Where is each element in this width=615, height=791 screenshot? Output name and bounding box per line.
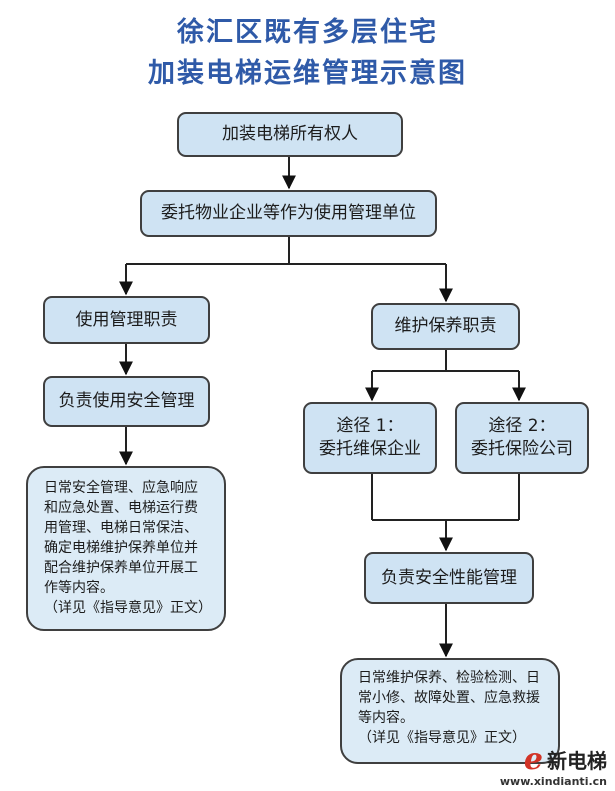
watermark-name: 新电梯: [547, 749, 607, 773]
path2-title: 途径 2：: [488, 416, 556, 437]
maint-duty-label: 维护保养职责: [394, 316, 497, 337]
use-detail-line: 配合维护保养单位开展工: [44, 560, 198, 576]
path1-label: 委托维保企业: [319, 439, 421, 459]
path2-box: 途径 2： 委托保险公司: [455, 402, 589, 474]
use-detail-line: 用管理、电梯日常保洁、: [44, 520, 198, 536]
watermark-url: www.xindianti.cn: [499, 775, 607, 788]
maint-detail-line: 等内容。: [358, 710, 414, 726]
path2-label: 委托保险公司: [471, 439, 573, 459]
use-detail-line: 日常安全管理、应急响应: [44, 480, 198, 496]
use-detail-line: 确定电梯维护保养单位并: [44, 540, 198, 556]
use-detail-line: 作等内容。: [44, 580, 114, 596]
diagram-title-line-2: 加装电梯运维管理示意图: [148, 58, 467, 89]
path1-box: 途径 1： 委托维保企业: [303, 402, 437, 474]
maint-detail-line: 常小修、故障处置、应急救援: [358, 690, 540, 706]
use-duty-label: 使用管理职责: [75, 309, 178, 330]
perf-safety-box: 负责安全性能管理: [364, 552, 534, 604]
delegate-label: 委托物业企业等作为使用管理单位: [161, 203, 416, 224]
use-safety-box: 负责使用安全管理: [43, 376, 210, 427]
watermark: e 新电梯 www.xindianti.cn: [500, 742, 607, 788]
use-detail-line: （详见《指导意见》正文）: [44, 600, 212, 616]
maint-detail-line: 日常维护保养、检验检测、日: [358, 670, 540, 686]
elevator-logo-icon: e: [523, 742, 543, 777]
use-detail-box: 日常安全管理、应急响应 和应急处置、电梯运行费 用管理、电梯日常保洁、 确定电梯…: [26, 466, 226, 631]
path1-title: 途径 1：: [336, 416, 404, 437]
use-duty-box: 使用管理职责: [43, 296, 210, 344]
maint-detail-box: 日常维护保养、检验检测、日 常小修、故障处置、应急救援 等内容。 （详见《指导意…: [340, 658, 560, 764]
use-safety-label: 负责使用安全管理: [58, 391, 195, 412]
owner-box: 加装电梯所有权人: [177, 112, 403, 157]
watermark-logo: e 新电梯: [524, 742, 607, 777]
maint-detail-line: （详见《指导意见》正文）: [358, 730, 526, 746]
delegate-box: 委托物业企业等作为使用管理单位: [140, 190, 437, 237]
diagram-title-line-1: 徐汇区既有多层住宅: [177, 17, 438, 48]
use-detail-line: 和应急处置、电梯运行费: [44, 500, 198, 516]
owner-label: 加装电梯所有权人: [222, 124, 358, 145]
perf-safety-label: 负责安全性能管理: [381, 567, 517, 588]
maint-duty-box: 维护保养职责: [371, 303, 520, 350]
